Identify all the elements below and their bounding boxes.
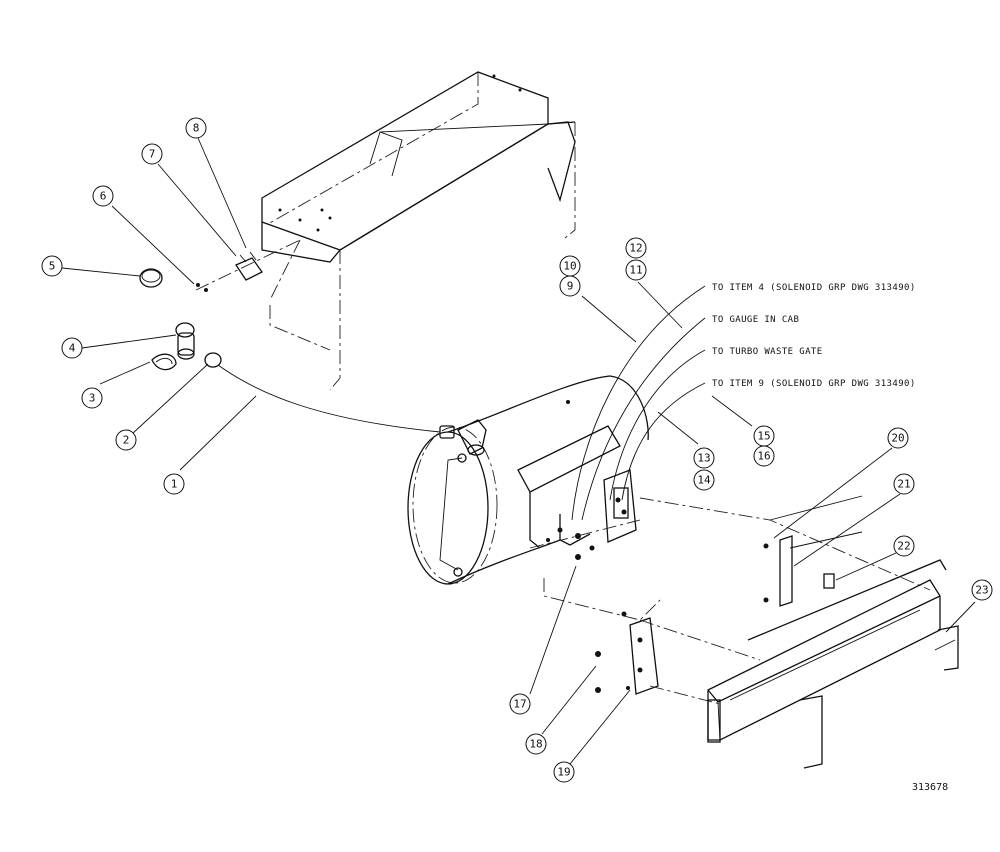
balloon-label: 13 xyxy=(697,452,710,465)
u-bolt xyxy=(799,625,959,769)
balloon-21: 21 xyxy=(893,473,915,495)
hose-clamp xyxy=(151,352,222,371)
balloon-3: 3 xyxy=(81,387,103,409)
balloon-label: 12 xyxy=(629,242,642,255)
balloon-label: 5 xyxy=(49,260,56,273)
balloon-2: 2 xyxy=(115,429,137,451)
balloon-label: 9 xyxy=(567,280,574,293)
balloon-label: 2 xyxy=(123,434,130,447)
note-gauge: TO GAUGE IN CAB xyxy=(712,315,799,325)
balloon-label: 1 xyxy=(171,478,178,491)
balloon-label: 14 xyxy=(697,474,711,487)
balloon-9: 9 xyxy=(559,275,581,297)
balloon-20: 20 xyxy=(887,427,909,449)
note-item-9: TO ITEM 9 (SOLENOID GRP DWG 313490) xyxy=(712,379,916,389)
balloon-22: 22 xyxy=(893,535,915,557)
balloon-7: 7 xyxy=(141,143,163,165)
balloon-label: 10 xyxy=(563,260,576,273)
balloon-label: 8 xyxy=(193,122,200,135)
balloon-label: 21 xyxy=(897,478,910,491)
balloon-label: 22 xyxy=(897,540,910,553)
balloon-label: 6 xyxy=(100,190,107,203)
tank-mount-bracket xyxy=(517,425,931,621)
balloon-4: 4 xyxy=(61,337,83,359)
drawing-number: 313678 xyxy=(912,782,948,793)
lower-mount-plate xyxy=(595,611,761,705)
air-tank xyxy=(407,375,649,585)
balloon-label: 19 xyxy=(557,766,570,779)
upper-step-bracket xyxy=(261,71,576,391)
balloon-16: 16 xyxy=(753,445,775,467)
cap-part xyxy=(139,268,163,288)
frame-rail xyxy=(707,559,947,743)
balloon-label: 15 xyxy=(757,430,770,443)
balloon-6: 6 xyxy=(92,185,114,207)
balloon-23: 23 xyxy=(971,579,993,601)
balloon-19: 19 xyxy=(553,761,575,783)
balloon-label: 18 xyxy=(529,738,542,751)
frame-strap-plate xyxy=(763,495,863,607)
valve-fitting xyxy=(175,322,195,360)
note-turbo: TO TURBO WASTE GATE xyxy=(712,347,823,357)
air-line xyxy=(217,364,441,433)
balloon-11: 11 xyxy=(625,259,647,281)
fitting-clip xyxy=(195,239,301,292)
note-item-4: TO ITEM 4 (SOLENOID GRP DWG 313490) xyxy=(712,283,916,293)
balloon-18: 18 xyxy=(525,733,547,755)
balloon-15: 15 xyxy=(753,425,775,447)
balloon-12: 12 xyxy=(625,237,647,259)
routing-lines xyxy=(571,285,706,521)
balloon-label: 4 xyxy=(69,342,76,355)
balloon-5: 5 xyxy=(41,255,63,277)
balloon-13: 13 xyxy=(693,447,715,469)
balloon-14: 14 xyxy=(693,469,715,491)
balloon-label: 11 xyxy=(629,264,642,277)
balloon-label: 23 xyxy=(975,584,988,597)
balloon-label: 16 xyxy=(757,450,770,463)
leaders xyxy=(61,137,976,765)
balloon-8: 8 xyxy=(185,117,207,139)
balloon-1: 1 xyxy=(163,473,185,495)
balloon-label: 17 xyxy=(513,698,526,711)
balloon-label: 20 xyxy=(891,432,904,445)
balloon-label: 7 xyxy=(149,148,156,161)
balloon-17: 17 xyxy=(509,693,531,715)
balloon-10: 10 xyxy=(559,255,581,277)
balloon-label: 3 xyxy=(89,392,96,405)
